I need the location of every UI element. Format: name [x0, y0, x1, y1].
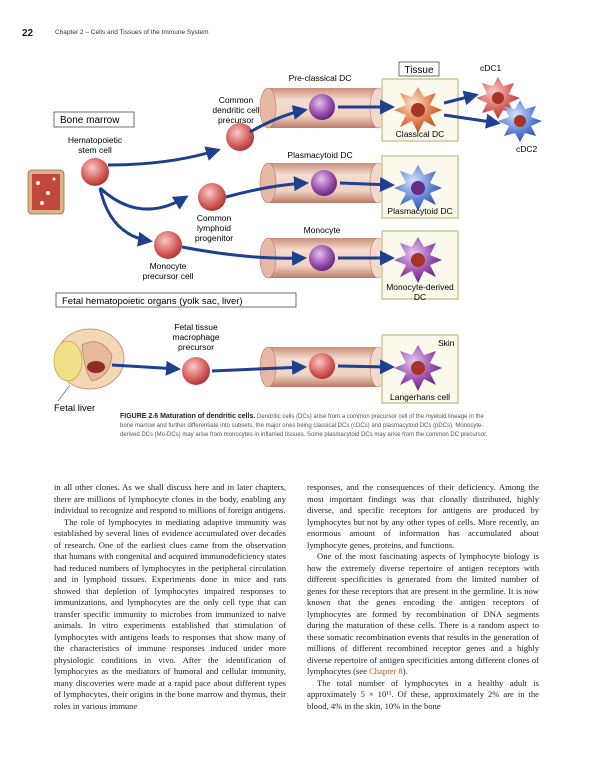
cdc1-label: cDC1 — [480, 63, 502, 73]
figure-caption: FIGURE 2.6 Maturation of dendritic cells… — [120, 412, 490, 440]
monocyte-derived-dc-label-2: DC — [414, 292, 426, 302]
langerhans-cell-label: Langerhans cell — [390, 392, 450, 402]
fetal-liver-label: Fetal liver — [54, 403, 95, 414]
bone-marrow-illustration — [27, 169, 65, 215]
langerhans-cell — [394, 345, 442, 391]
cdp-label-3: precursor — [218, 115, 254, 125]
cdp-cell — [226, 123, 254, 151]
cdc-arrows — [443, 90, 501, 129]
running-head: Chapter 2 – Cells and Tissues of the Imm… — [55, 29, 209, 36]
clp-cell — [198, 183, 226, 211]
left-paragraph-2: The role of lymphocytes in mediating ada… — [54, 516, 286, 711]
pre-classical-dc-cell — [309, 94, 335, 120]
fetal-macrophage-label-1: Fetal tissue — [174, 322, 218, 332]
hsc-cell — [81, 158, 109, 186]
tissue-label: Tissue — [404, 65, 434, 76]
right-paragraph-2: One of the most fascinating aspects of l… — [307, 551, 539, 678]
fetal-organs-label: Fetal hematopoietic organs (yolk sac, li… — [62, 296, 243, 307]
clp-label-2: lymphoid — [197, 223, 231, 233]
caption-text: Dendritic cells (DCs) arise from a commo… — [120, 414, 488, 438]
right-paragraph-2-text: One of the most fascinating aspects of l… — [307, 551, 539, 676]
right-paragraph-3: The total number of lymphocytes in a hea… — [307, 677, 539, 711]
right-paragraph-2-end: ). — [402, 666, 408, 676]
plasmacytoid-dc-blood-cell — [311, 170, 337, 196]
body-column-left: in all other clones. As we shall discuss… — [54, 482, 286, 712]
skin-label: Skin — [438, 338, 455, 348]
fetal-macrophage-cell — [182, 357, 210, 385]
fetal-macrophage-label-3: precursor — [178, 342, 214, 352]
chapter-8-link[interactable]: Chapter 8 — [369, 666, 403, 676]
monocyte-precursor-cell — [154, 231, 182, 259]
monocyte-derived-dc-label-1: Monocyte-derived — [386, 282, 454, 292]
fetal-macrophage-label-2: macrophage — [172, 332, 220, 342]
left-paragraph-1: in all other clones. As we shall discuss… — [54, 482, 286, 515]
figure-dc-maturation: Bone marrow Hematopoietic stem cell Comm… — [0, 55, 600, 465]
hsc-label-2: stem cell — [78, 145, 112, 155]
clp-label-3: progenitor — [195, 233, 233, 243]
clp-label-1: Common — [197, 213, 232, 223]
plasmacytoid-dc-blood-label: Plasmacytoid DC — [287, 150, 352, 160]
plasmacytoid-dc-tissue-label: Plasmacytoid DC — [387, 206, 452, 216]
monocyte-precursor-label-1: Monocyte — [150, 261, 187, 271]
figure-diagram: Bone marrow Hematopoietic stem cell Comm… — [27, 61, 542, 414]
pre-classical-dc-label: Pre-classical DC — [289, 73, 352, 83]
tissue-box — [398, 61, 440, 77]
fetal-precursor-vessel-cell — [309, 353, 335, 379]
page-number: 22 — [22, 28, 34, 39]
fetus-illustration — [53, 328, 125, 390]
bone-marrow-arrows — [98, 146, 221, 247]
hsc-label-1: Hematopoietic — [68, 135, 123, 145]
body-column-right: responses, and the consequences of their… — [307, 482, 539, 712]
caption-lead: FIGURE 2.6 Maturation of dendritic cells… — [120, 413, 256, 420]
vessel-to-tissue-arrows — [338, 99, 395, 266]
fetal-organs-box — [55, 292, 297, 308]
classical-dc-label: Classical DC — [396, 129, 445, 139]
cdp-label-2: dendritic cell — [212, 105, 259, 115]
monocyte-derived-dc-cell — [394, 237, 442, 283]
plasmacytoid-dc-tissue-cell — [394, 165, 442, 211]
bone-marrow-label: Bone marrow — [60, 115, 120, 126]
classical-dc-cell — [394, 87, 442, 133]
bone-marrow-box — [53, 111, 135, 128]
cdc2-cell — [498, 100, 542, 142]
cdc2-label: cDC2 — [516, 144, 538, 154]
monocyte-precursor-label-2: precursor cell — [142, 271, 193, 281]
page-header: 22 Chapter 2 – Cells and Tissues of the … — [22, 28, 562, 42]
monocyte-label: Monocyte — [304, 225, 341, 235]
cdp-label-1: Common — [219, 95, 254, 105]
monocyte-cell — [309, 245, 335, 271]
right-paragraph-1: responses, and the consequences of their… — [307, 482, 539, 550]
